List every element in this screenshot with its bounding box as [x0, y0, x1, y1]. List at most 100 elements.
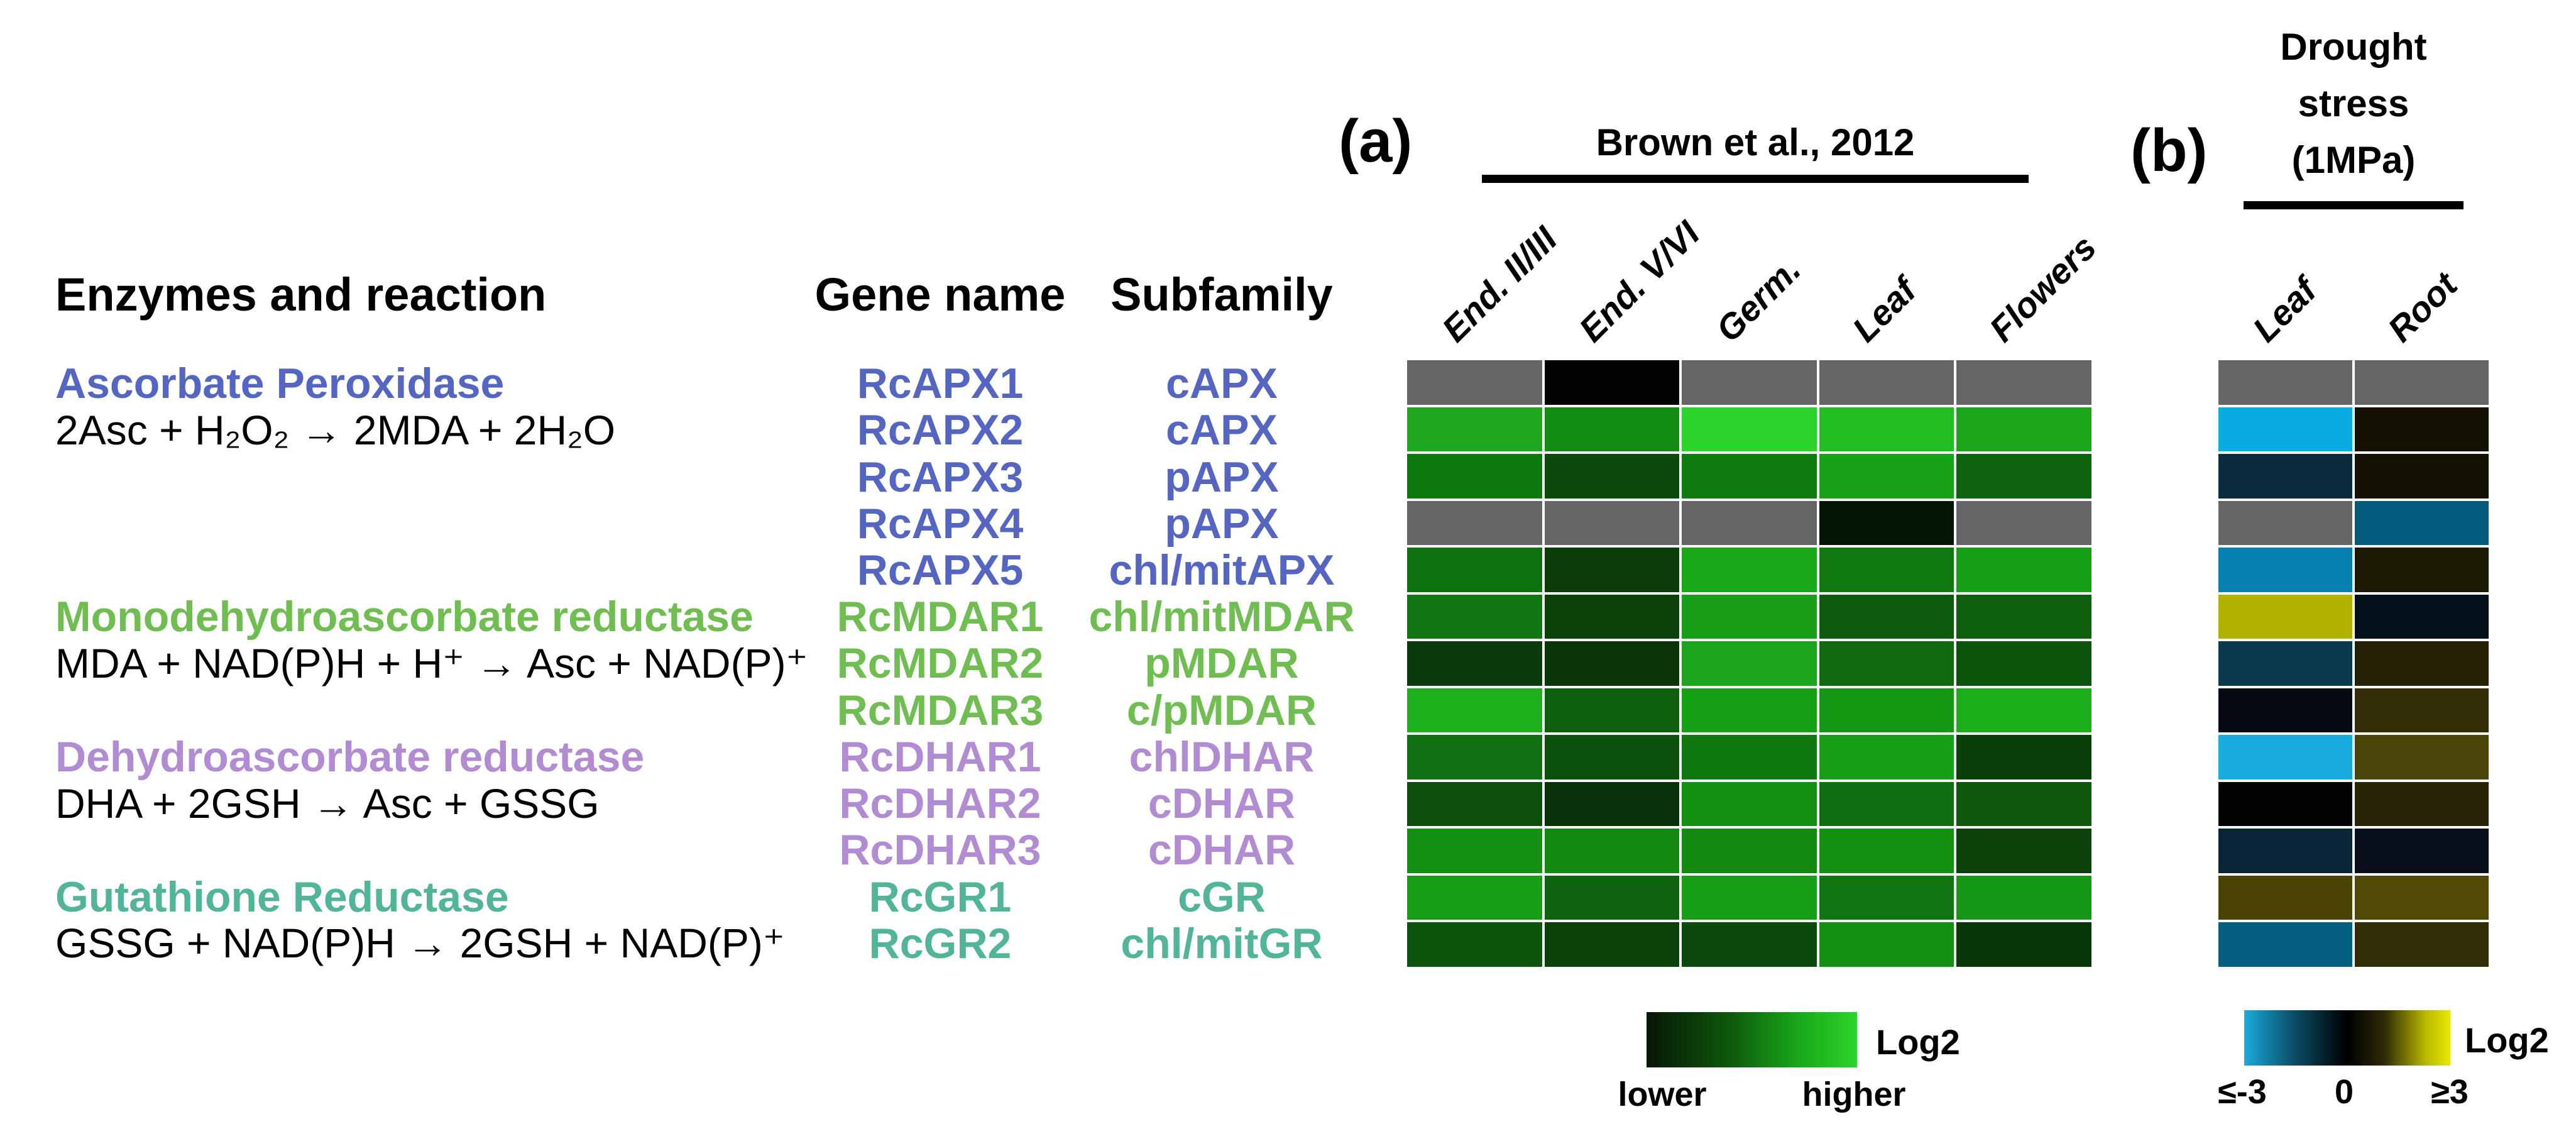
panel-a-label: (a) — [1339, 107, 1413, 175]
heatmap-cell — [2218, 735, 2352, 780]
heatmap-cell — [1407, 875, 1542, 920]
panel-a-title: Brown et al., 2012 — [1596, 121, 1915, 163]
gene-name: RcGR1 — [869, 873, 1012, 921]
heatmap-cell — [1682, 360, 1817, 405]
heatmap-cell — [1956, 360, 2091, 405]
heatmap-cell — [1544, 829, 1680, 873]
legend-b-low-label: ≤-3 — [2218, 1073, 2267, 1111]
heatmap-cell — [2218, 548, 2352, 592]
subfamily-name: cAPX — [1166, 360, 1278, 408]
gene-name: RcDHAR2 — [839, 780, 1041, 828]
heatmap-cell — [1682, 829, 1817, 873]
heatmap-cell — [1956, 641, 2091, 686]
subfamily-name: cDHAR — [1148, 780, 1296, 828]
heatmap-cell — [1544, 688, 1680, 733]
heatmap-cell — [2355, 594, 2489, 639]
heatmap-cell — [1956, 548, 2091, 592]
heatmap-cell — [1819, 641, 1954, 686]
legend-b-colorbar — [2244, 1010, 2450, 1066]
gene-name: RcAPX2 — [857, 406, 1024, 455]
heatmap-cell — [1407, 360, 1542, 405]
gene-name: RcMDAR2 — [836, 639, 1044, 688]
subfamily-name: pAPX — [1165, 453, 1279, 501]
heatmap-cell — [1682, 781, 1817, 827]
heatmap-cell — [1819, 454, 1954, 499]
enzyme-name: Gutathione Reductase — [55, 873, 509, 921]
enzyme-reaction: GSSG + NAD(P)H → 2GSH + NAD(P)⁺ — [55, 920, 785, 967]
heatmap-cell — [1819, 594, 1954, 639]
gene-name-header: Gene name — [814, 268, 1066, 321]
subfamily-name: cDHAR — [1148, 826, 1296, 874]
gene-name: RcMDAR1 — [836, 593, 1044, 641]
gene-name: RcDHAR3 — [839, 826, 1041, 874]
heatmap-cell — [2218, 454, 2352, 499]
heatmap-cell — [1544, 875, 1680, 920]
heatmap-cell — [1544, 781, 1680, 827]
heatmap-cell — [1544, 735, 1680, 780]
heatmap-cell — [1682, 688, 1817, 733]
heatmap-cell — [2355, 548, 2489, 592]
heatmap-cell — [1544, 641, 1680, 686]
heatmap-cell — [1544, 500, 1680, 546]
heatmap-cell — [1819, 407, 1954, 452]
heatmap-cell — [1544, 594, 1680, 639]
heatmap-cell — [1819, 735, 1954, 780]
heatmap-cell — [1407, 548, 1542, 592]
heatmap-cell — [1407, 922, 1542, 967]
heatmap-cell — [1819, 829, 1954, 873]
heatmap-cell — [1819, 548, 1954, 592]
heatmap-cell — [1956, 407, 2091, 452]
heatmap-cell — [1682, 594, 1817, 639]
heatmap-cell — [1819, 922, 1954, 967]
column-label: Root — [2379, 264, 2465, 350]
subfamily-name: chl/mitMDAR — [1088, 593, 1355, 641]
column-label: End. V/VI — [1570, 213, 1707, 350]
heatmap-cell — [1682, 641, 1817, 686]
heatmap-cell — [1819, 875, 1954, 920]
panel-a-title-rule — [1482, 175, 2029, 183]
heatmap-cell — [1956, 829, 2091, 873]
legend-a-high-label: higher — [1802, 1076, 1906, 1113]
heatmap-cell — [1682, 548, 1817, 592]
heatmap-cell — [2218, 829, 2352, 873]
heatmap-cell — [2355, 500, 2489, 546]
legend-b-high-label: ≥3 — [2431, 1073, 2469, 1111]
subfamily-header: Subfamily — [1110, 268, 1333, 321]
heatmap-cell — [2218, 594, 2352, 639]
column-label: End. II/III — [1434, 219, 1565, 350]
heatmap-cell — [1819, 500, 1954, 546]
heatmap-cell — [1956, 500, 2091, 546]
heatmap-cell — [2355, 781, 2489, 827]
heatmap-cell — [1682, 735, 1817, 780]
heatmap-cell — [1544, 548, 1680, 592]
heatmap-cell — [1407, 781, 1542, 827]
heatmap-cell — [1682, 454, 1817, 499]
heatmap-cell — [1819, 781, 1954, 827]
subfamily-name: pMDAR — [1144, 639, 1299, 688]
enzyme-reaction: DHA + 2GSH → Asc + GSSG — [55, 780, 600, 827]
legend-b-title: Log2 — [2465, 1020, 2549, 1060]
heatmap-cell — [1407, 688, 1542, 733]
heatmap-cell — [2218, 781, 2352, 827]
gene-name: RcDHAR1 — [839, 732, 1041, 781]
heatmap-cell — [1956, 688, 2091, 733]
heatmap-cell — [2355, 688, 2489, 733]
heatmap-cell — [1682, 922, 1817, 967]
heatmap-cell — [2355, 735, 2489, 780]
panel-b-title-line3: (1MPa) — [2291, 139, 2416, 181]
heatmap-cell — [2218, 407, 2352, 452]
legend-a-colorbar — [1647, 1012, 1857, 1067]
heatmap-cell — [2355, 829, 2489, 873]
heatmap-cell — [2355, 641, 2489, 686]
legend-a-low-label: lower — [1618, 1076, 1707, 1113]
enzyme-name: Monodehydroascorbate reductase — [55, 593, 754, 641]
enzyme-name: Dehydroascorbate reductase — [55, 732, 645, 781]
enzyme-reaction: MDA + NAD(P)H + H⁺ → Asc + NAD(P)⁺ — [55, 639, 808, 686]
subfamily-name: cGR — [1178, 873, 1266, 921]
subfamily-name: chl/mitAPX — [1109, 546, 1335, 595]
panel-b-label: (b) — [2130, 117, 2208, 184]
heatmap-cell — [1956, 735, 2091, 780]
heatmap-cell — [1956, 875, 2091, 920]
enzyme-reaction: 2Asc + H₂O₂ → 2MDA + 2H₂O — [55, 407, 616, 454]
enzymes-header: Enzymes and reaction — [55, 268, 547, 321]
